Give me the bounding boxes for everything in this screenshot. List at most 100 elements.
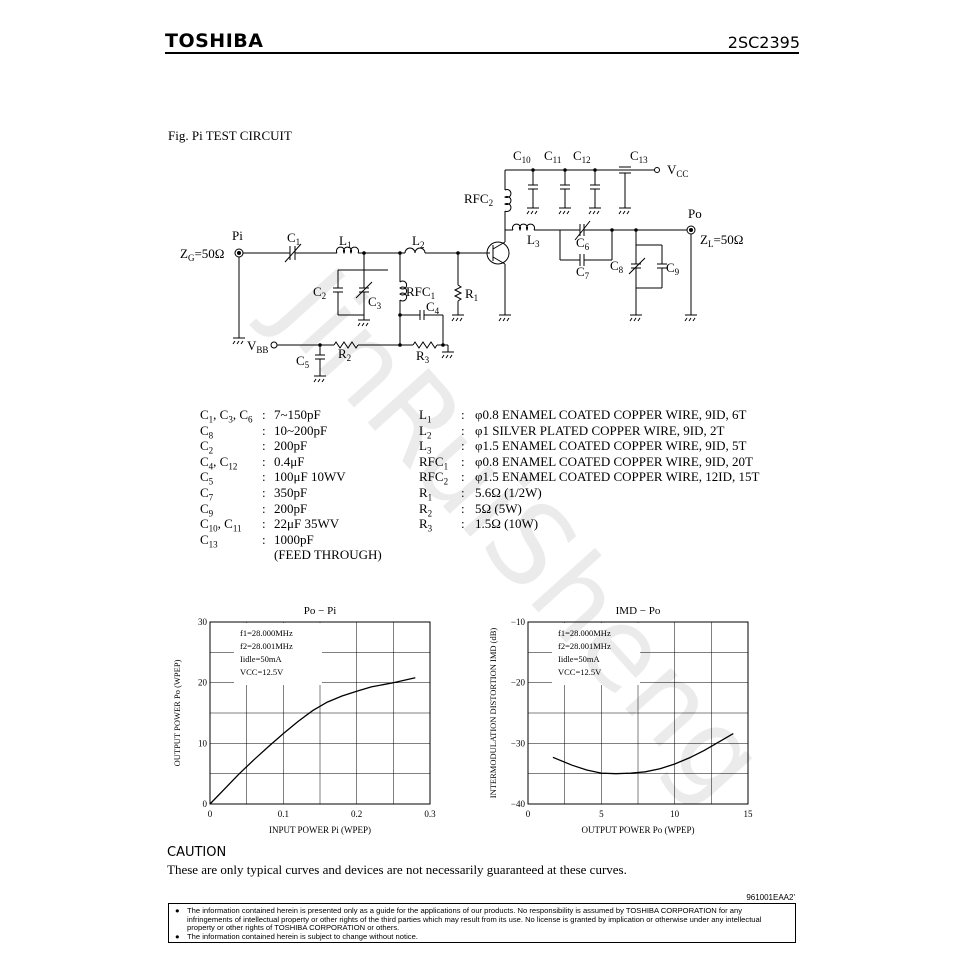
component-value: 10~200pF [274,422,328,438]
label-c5: C5 [296,353,310,370]
component-row: R3:1.5Ω (10W) [419,516,759,534]
component-name: RFC2 [419,469,449,487]
component-name: C10, C11 [200,516,242,534]
component-row: C7:350pF [200,484,382,503]
component-row: C2:200pF [200,438,382,456]
y-axis-label: INTERMODULATION DISTORTION IMD (dB) [488,628,498,799]
notice-item: ●The information contained herein is pre… [175,906,762,933]
condition-label: f2=28.001MHz [240,641,293,651]
bullet-icon: ● [175,906,180,915]
component-name: C9 [200,500,214,519]
label-c7: C7 [576,264,590,281]
component-name: C7 [200,484,214,503]
chart-title: Po − Pi [304,605,337,617]
colon: : [262,516,266,532]
component-row: C9:200pF [200,500,382,519]
component-name: L3 [419,438,432,456]
component-value: 0.4μF [274,453,305,469]
component-name: R2 [419,500,433,519]
colon [262,547,274,563]
document-id: 961001EAA2' [746,893,795,902]
component-row: RFC2:φ1.5 ENAMEL COATED COPPER WIRE, 12I… [419,469,759,487]
component-name: L1 [419,407,432,425]
colon: : [461,469,465,485]
component-row: C10, C11:22μF 35WV [200,516,382,534]
component-value: 350pF [274,484,308,500]
label-rfc2: RFC2 [464,191,493,208]
label-rfc1: RFC1 [406,284,435,301]
label-vcc: VCC [667,162,688,179]
x-axis-label: INPUT POWER Pi (WPEP) [269,825,371,835]
colon: : [262,500,266,516]
component-name: C13 [200,531,218,550]
component-value: 1000pF [274,531,314,547]
y-tick-label: 0 [203,799,208,809]
condition-label: f1=28.000MHz [240,628,293,638]
x-tick-label: 0 [526,809,531,819]
condition-label: Iidle=50mA [558,654,600,664]
label-pi: Pi [232,228,243,243]
x-axis-label: OUTPUT POWER Po (WPEP) [581,825,694,835]
colon: : [461,453,465,469]
y-tick-label: 30 [198,617,208,627]
colon: : [461,484,465,500]
label-r2: R2 [338,346,351,363]
label-c13: C13 [630,148,648,165]
component-row: C13:1000pF [200,531,382,550]
label-c4: C4 [426,299,440,316]
component-value: φ0.8 ENAMEL COATED COPPER WIRE, 9ID, 20T [475,453,753,469]
label-zl: ZL=50Ω [700,232,743,249]
component-value: (FEED THROUGH) [274,547,382,563]
component-row: C1, C3, C6:7~150pF [200,407,382,425]
label-po: Po [688,206,702,221]
component-row: L1:φ0.8 ENAMEL COATED COPPER WIRE, 9ID, … [419,407,759,425]
component-name: C8 [200,422,214,441]
component-name: C5 [200,469,214,487]
x-tick-label: 0.1 [278,809,289,819]
component-value: 200pF [274,438,308,454]
colon: : [461,438,465,454]
component-list-right: L1: φ0.8 ENAMEL COATED COPPER WIRE, 9ID, … [419,407,759,534]
colon: : [262,422,266,438]
label-l2: L2 [412,233,424,250]
component-name: C4, C12 [200,453,238,472]
component-value: 22μF 35WV [274,516,340,532]
part-number: 2SC2395 [727,33,800,52]
x-tick-label: 0.2 [351,809,362,819]
colon: : [461,407,465,422]
header-rule [165,52,799,54]
x-tick-label: 10 [670,809,680,819]
component-row: R2:5Ω (5W) [419,500,759,519]
brand-logo: TOSHIBA [165,30,264,52]
label-c3: C3 [368,294,382,311]
label-l3: L3 [527,232,540,249]
colon: : [262,531,266,547]
label-l1: L1 [339,233,351,250]
conditions-box [552,623,640,685]
colon: : [262,453,266,469]
component-name: C1, C3, C6 [200,407,253,425]
x-tick-label: 5 [599,809,604,819]
condition-label: f2=28.001MHz [558,641,611,651]
y-tick-label: −40 [511,799,526,809]
component-row: (FEED THROUGH) [200,547,382,563]
colon: : [262,407,266,422]
y-tick-label: 20 [198,678,208,688]
label-c2: C2 [313,284,326,301]
caution-text: These are only typical curves and device… [167,862,627,877]
component-row: L2:φ1 SILVER PLATED COPPER WIRE, 9ID, 2T [419,423,759,441]
y-axis-label: OUTPUT POWER Po (WPEP) [172,659,182,766]
colon: : [262,469,266,485]
label-c10: C10 [513,148,531,165]
caution-heading: CAUTION [167,845,227,860]
label-c6: C6 [576,235,590,252]
label-zg: ZG=50Ω [180,246,224,263]
component-value: 200pF [274,500,308,516]
figure-title: Fig. Pi TEST CIRCUIT [168,128,292,143]
label-r1: R1 [465,286,478,303]
condition-label: Iidle=50mA [240,654,282,664]
component-row: RFC1:φ0.8 ENAMEL COATED COPPER WIRE, 9ID… [419,453,759,472]
label-r3: R3 [416,348,430,365]
series-line [209,677,416,805]
